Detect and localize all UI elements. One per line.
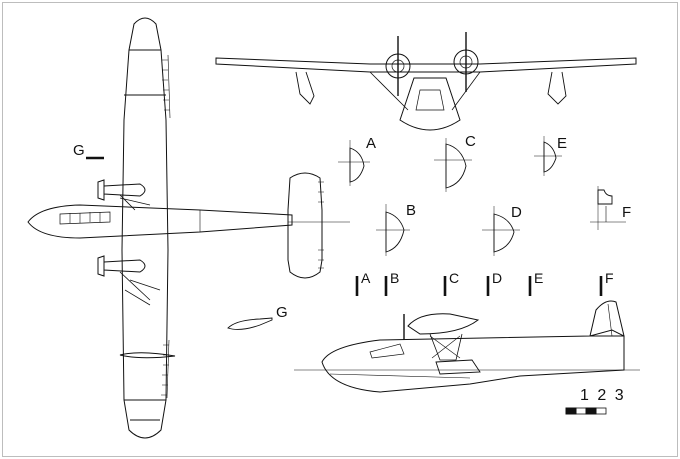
section-a-shape [349, 147, 365, 183]
side-view-engine [407, 313, 480, 335]
front-view-wing [215, 57, 637, 73]
section-label-c: C [465, 133, 476, 150]
section-c-shape [445, 143, 467, 189]
top-view-float [119, 352, 176, 359]
station-label-c: C [449, 270, 460, 286]
station-label-a: A [361, 270, 371, 286]
side-view-hull [321, 329, 625, 393]
station-markers [355, 276, 603, 296]
section-label-d: D [511, 204, 522, 221]
cross-sections [338, 136, 626, 256]
scale-bar [565, 407, 607, 415]
airfoil-g-label: G [276, 304, 288, 321]
section-d-shape [493, 213, 515, 253]
top-view [27, 17, 350, 439]
station-label-b: B [390, 270, 400, 286]
section-b-shape [385, 211, 405, 253]
section-label-f: F [622, 204, 632, 221]
airfoil-g-shape [227, 317, 273, 330]
front-view [215, 32, 637, 131]
section-label-e: E [557, 135, 568, 152]
section-e-shape [543, 141, 557, 173]
station-label-d: D [492, 270, 503, 286]
side-view-fin [589, 300, 625, 337]
scale-numbers: 1 2 3 [580, 387, 626, 404]
aileron-hatching [161, 54, 171, 399]
top-view-fuselage [27, 204, 293, 239]
engine-nacelles [97, 179, 146, 277]
station-label-f: F [605, 270, 614, 286]
section-label-b: B [406, 202, 417, 219]
wing-struts [119, 194, 161, 306]
section-f-shape [597, 189, 613, 205]
top-view-tailplane [287, 172, 323, 279]
wing-station-g-label: G [73, 142, 85, 159]
front-view-hull [399, 77, 461, 131]
station-label-e: E [534, 270, 544, 286]
section-label-a: A [366, 135, 377, 152]
top-view-wing [121, 17, 169, 439]
side-view [294, 300, 640, 393]
